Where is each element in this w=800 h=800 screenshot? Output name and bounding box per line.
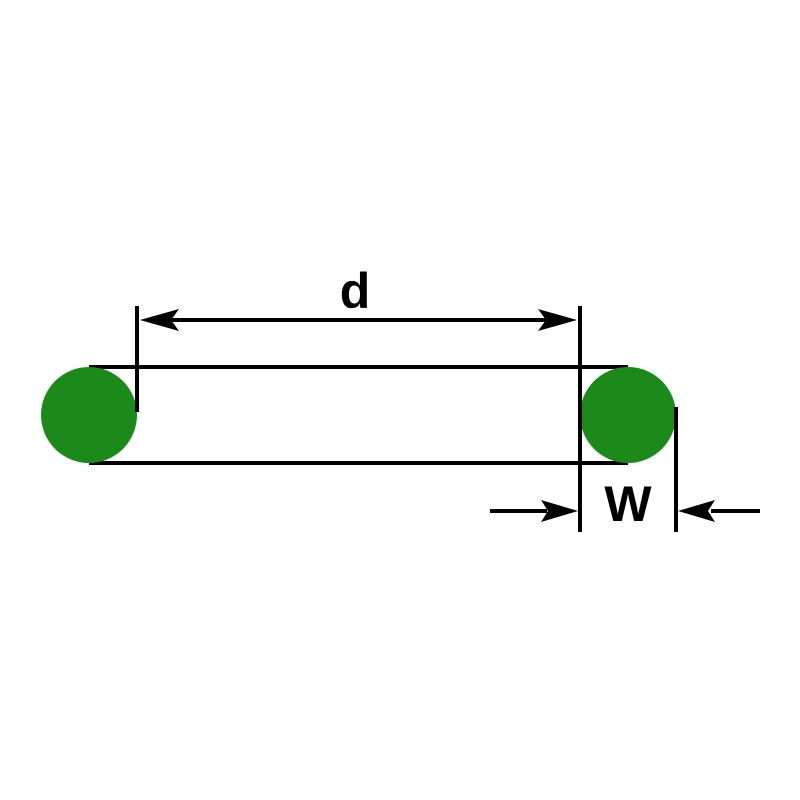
dimension-d-arrowhead-right	[538, 309, 577, 331]
dimension-w-arrowhead-right	[678, 500, 715, 522]
dimension-d: d	[135, 263, 582, 532]
o-ring-right-cross-section	[580, 367, 676, 463]
dimension-w-label: W	[604, 476, 652, 532]
dimension-w: W	[490, 407, 760, 532]
dimension-d-label: d	[340, 263, 371, 319]
o-ring-left-cross-section	[41, 367, 137, 463]
o-ring-outline	[89, 365, 628, 465]
dimension-d-arrowhead-left	[140, 309, 179, 331]
dimension-w-arrowhead-left	[541, 500, 578, 522]
o-ring-cross-sections	[41, 367, 676, 463]
